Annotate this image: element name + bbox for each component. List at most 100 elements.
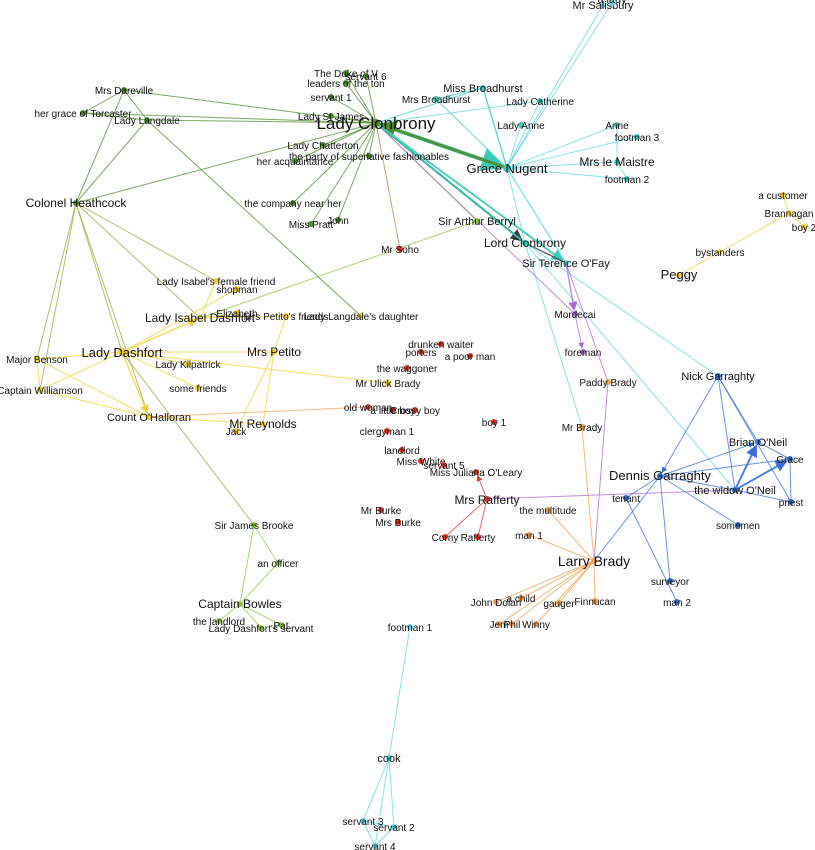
node-an-officer[interactable]: an officer (258, 559, 300, 570)
node-corny[interactable]: Corny (432, 533, 459, 544)
node-dot[interactable] (271, 349, 277, 355)
node-dot[interactable] (37, 387, 43, 393)
node-dot[interactable] (234, 310, 240, 316)
node-nick-garraghty[interactable]: Nick Garraghty (681, 371, 755, 383)
node-party-fashionables[interactable]: the party of superlative fashionables (289, 152, 449, 163)
node-duke[interactable]: The Duke of V (314, 69, 378, 80)
node-dot[interactable] (676, 272, 682, 278)
node-dot[interactable] (556, 600, 562, 606)
node-dot[interactable] (623, 495, 629, 501)
node-lady-dashfort[interactable]: Lady Dashfort (82, 345, 163, 360)
node-dot[interactable] (518, 122, 524, 128)
node-dot[interactable] (290, 200, 296, 206)
node-dot[interactable] (614, 122, 620, 128)
node-mrs-rafferty[interactable]: Mrs Rafferty (454, 493, 519, 507)
node-man1[interactable]: man 1 (515, 531, 543, 542)
node-finnucan[interactable]: Finnucan (574, 597, 615, 608)
node-dot[interactable] (397, 246, 403, 252)
node-footman1[interactable]: footman 1 (388, 623, 433, 634)
node-servant2[interactable]: servant 2 (373, 823, 415, 834)
node-priest[interactable]: priest (779, 498, 804, 509)
node-dot[interactable] (475, 534, 481, 540)
node-dot[interactable] (592, 598, 598, 604)
node-dot[interactable] (213, 278, 219, 284)
node-dot[interactable] (384, 428, 390, 434)
node-dot[interactable] (275, 560, 281, 566)
node-dot[interactable] (328, 94, 334, 100)
node-dot[interactable] (233, 428, 239, 434)
node-dot[interactable] (390, 407, 396, 413)
node-dot[interactable] (609, 0, 615, 6)
node-a-lady[interactable]: a lady (597, 0, 627, 6)
node-dot[interactable] (780, 192, 786, 198)
node-company-near-her[interactable]: the company near her (244, 199, 342, 210)
node-dot[interactable] (788, 499, 794, 505)
node-dot[interactable] (735, 522, 741, 528)
node-dot[interactable] (801, 224, 807, 230)
node-old-woman[interactable]: old woman (344, 403, 392, 414)
node-dot[interactable] (715, 373, 721, 379)
node-langdale-daughter[interactable]: Lady Langdale's daughter (304, 312, 419, 323)
node-dot[interactable] (493, 599, 499, 605)
node-pat[interactable]: Pat (273, 621, 288, 632)
node-dot[interactable] (518, 595, 524, 601)
node-footman3[interactable]: footman 3 (615, 133, 660, 144)
node-dot[interactable] (391, 824, 397, 830)
node-dot[interactable] (442, 534, 448, 540)
node-anne[interactable]: Anne (605, 121, 629, 132)
node-mr-reynolds[interactable]: Mr Reynolds (229, 417, 296, 431)
node-dot[interactable] (234, 286, 240, 292)
node-her-acquaintance[interactable]: her acquaintance (257, 157, 334, 168)
node-the-landlord[interactable]: the landlord (193, 617, 245, 628)
node-dot[interactable] (563, 260, 569, 266)
node-mr-ulick-brady[interactable]: Mr Ulick Brady (355, 379, 420, 390)
node-widow-oneil[interactable]: the widow O'Neil (694, 485, 776, 497)
node-dot[interactable] (674, 599, 680, 605)
node-dot[interactable] (412, 407, 418, 413)
node-dot[interactable] (572, 311, 578, 317)
node-john-dolan[interactable]: John Dolan (471, 598, 522, 609)
node-dot[interactable] (545, 507, 551, 513)
node-dot[interactable] (237, 601, 243, 607)
node-man2[interactable]: man 2 (663, 598, 691, 609)
node-mrs-petito[interactable]: Mrs Petito (247, 345, 301, 359)
node-leaders[interactable]: leaders of the ton (307, 79, 384, 90)
node-count-ohalloran[interactable]: Count O'Halloran (107, 412, 191, 424)
node-colonel-heathcock[interactable]: Colonel Heathcock (26, 196, 128, 210)
node-john[interactable]: John (327, 216, 349, 227)
node-mrs-broadhurst[interactable]: Mrs Broadhurst (402, 95, 471, 106)
node-dot[interactable] (358, 313, 364, 319)
node-dot[interactable] (363, 73, 369, 79)
node-porters[interactable]: porters (405, 348, 436, 359)
node-crossy-boy[interactable]: Crossy boy (390, 406, 440, 417)
node-jack[interactable]: Jack (226, 427, 248, 438)
node-dot[interactable] (503, 164, 511, 172)
node-bystanders[interactable]: bystanders (696, 248, 745, 259)
node-miss-broadhurst[interactable]: Miss Broadhurst (443, 83, 522, 95)
node-lady-kilpatrick[interactable]: Lady Kilpatrick (155, 360, 221, 371)
node-dot[interactable] (308, 221, 314, 227)
node-a-little-boy[interactable]: a little boy (370, 406, 415, 417)
node-dot[interactable] (591, 558, 597, 564)
node-mrs-dareville[interactable]: Mrs Dareville (95, 86, 154, 97)
node-dot[interactable] (372, 843, 378, 849)
node-servant1[interactable]: servant 1 (310, 93, 352, 104)
node-servant6[interactable]: servant 6 (345, 72, 387, 83)
node-the-waggoner[interactable]: the waggoner (377, 364, 438, 375)
node-clergyman1[interactable]: clergyman 1 (360, 427, 415, 438)
node-winny[interactable]: Winny (522, 620, 550, 631)
node-miss-pratt[interactable]: Miss Pratt (289, 220, 334, 231)
node-captain-williamson[interactable]: Captain Williamson (0, 386, 83, 397)
node-footman2[interactable]: footman 2 (605, 175, 650, 186)
node-servant4[interactable]: servant 4 (354, 842, 396, 850)
node-peggy[interactable]: Peggy (661, 267, 698, 282)
node-dot[interactable] (418, 349, 424, 355)
node-dot[interactable] (787, 456, 793, 462)
node-dot[interactable] (605, 379, 611, 385)
node-brannagan[interactable]: Brannagan (765, 209, 814, 220)
node-lady-chatterton[interactable]: Lady Chatterton (287, 141, 358, 152)
node-rafferty[interactable]: Rafferty (461, 533, 496, 544)
node-dot[interactable] (418, 458, 424, 464)
node-lady-anne[interactable]: Lady Anne (497, 121, 545, 132)
node-dot[interactable] (473, 469, 479, 475)
